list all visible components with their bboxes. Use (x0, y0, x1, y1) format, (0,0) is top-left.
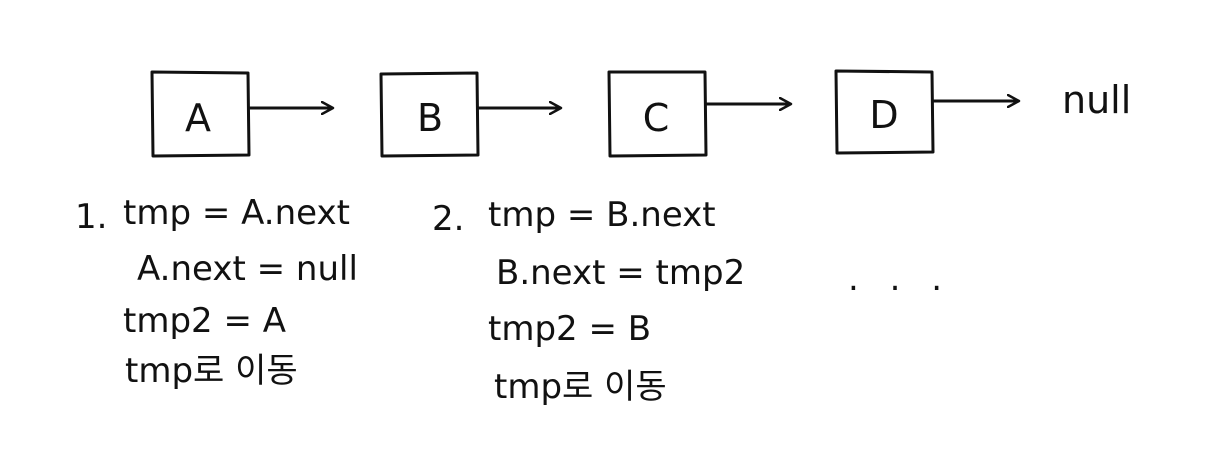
step-2-number: 2. (432, 199, 465, 239)
step-2-line-1: tmp = B.next (488, 195, 716, 235)
step-1-line-4: tmp로 이동 (125, 351, 298, 391)
node-b: B (379, 71, 480, 158)
node-a: A (150, 70, 251, 158)
node-b-label: B (417, 96, 443, 140)
step-2-line-2: B.next = tmp2 (496, 253, 746, 293)
step-1-line-2: A.next = null (137, 249, 358, 289)
node-d: D (834, 69, 935, 155)
step-1-line-1: tmp = A.next (123, 193, 350, 233)
node-c-label: C (643, 96, 670, 140)
ellipsis: . . . (848, 259, 953, 299)
step-2-line-4: tmp로 이동 (494, 367, 667, 407)
step-1-number: 1. (75, 197, 108, 237)
step-1-line-3: tmp2 = A (123, 301, 287, 341)
node-a-label: A (185, 96, 211, 140)
null-label: null (1062, 78, 1131, 122)
node-c: C (607, 70, 708, 158)
node-d-label: D (869, 93, 898, 137)
step-2-line-3: tmp2 = B (488, 309, 652, 349)
